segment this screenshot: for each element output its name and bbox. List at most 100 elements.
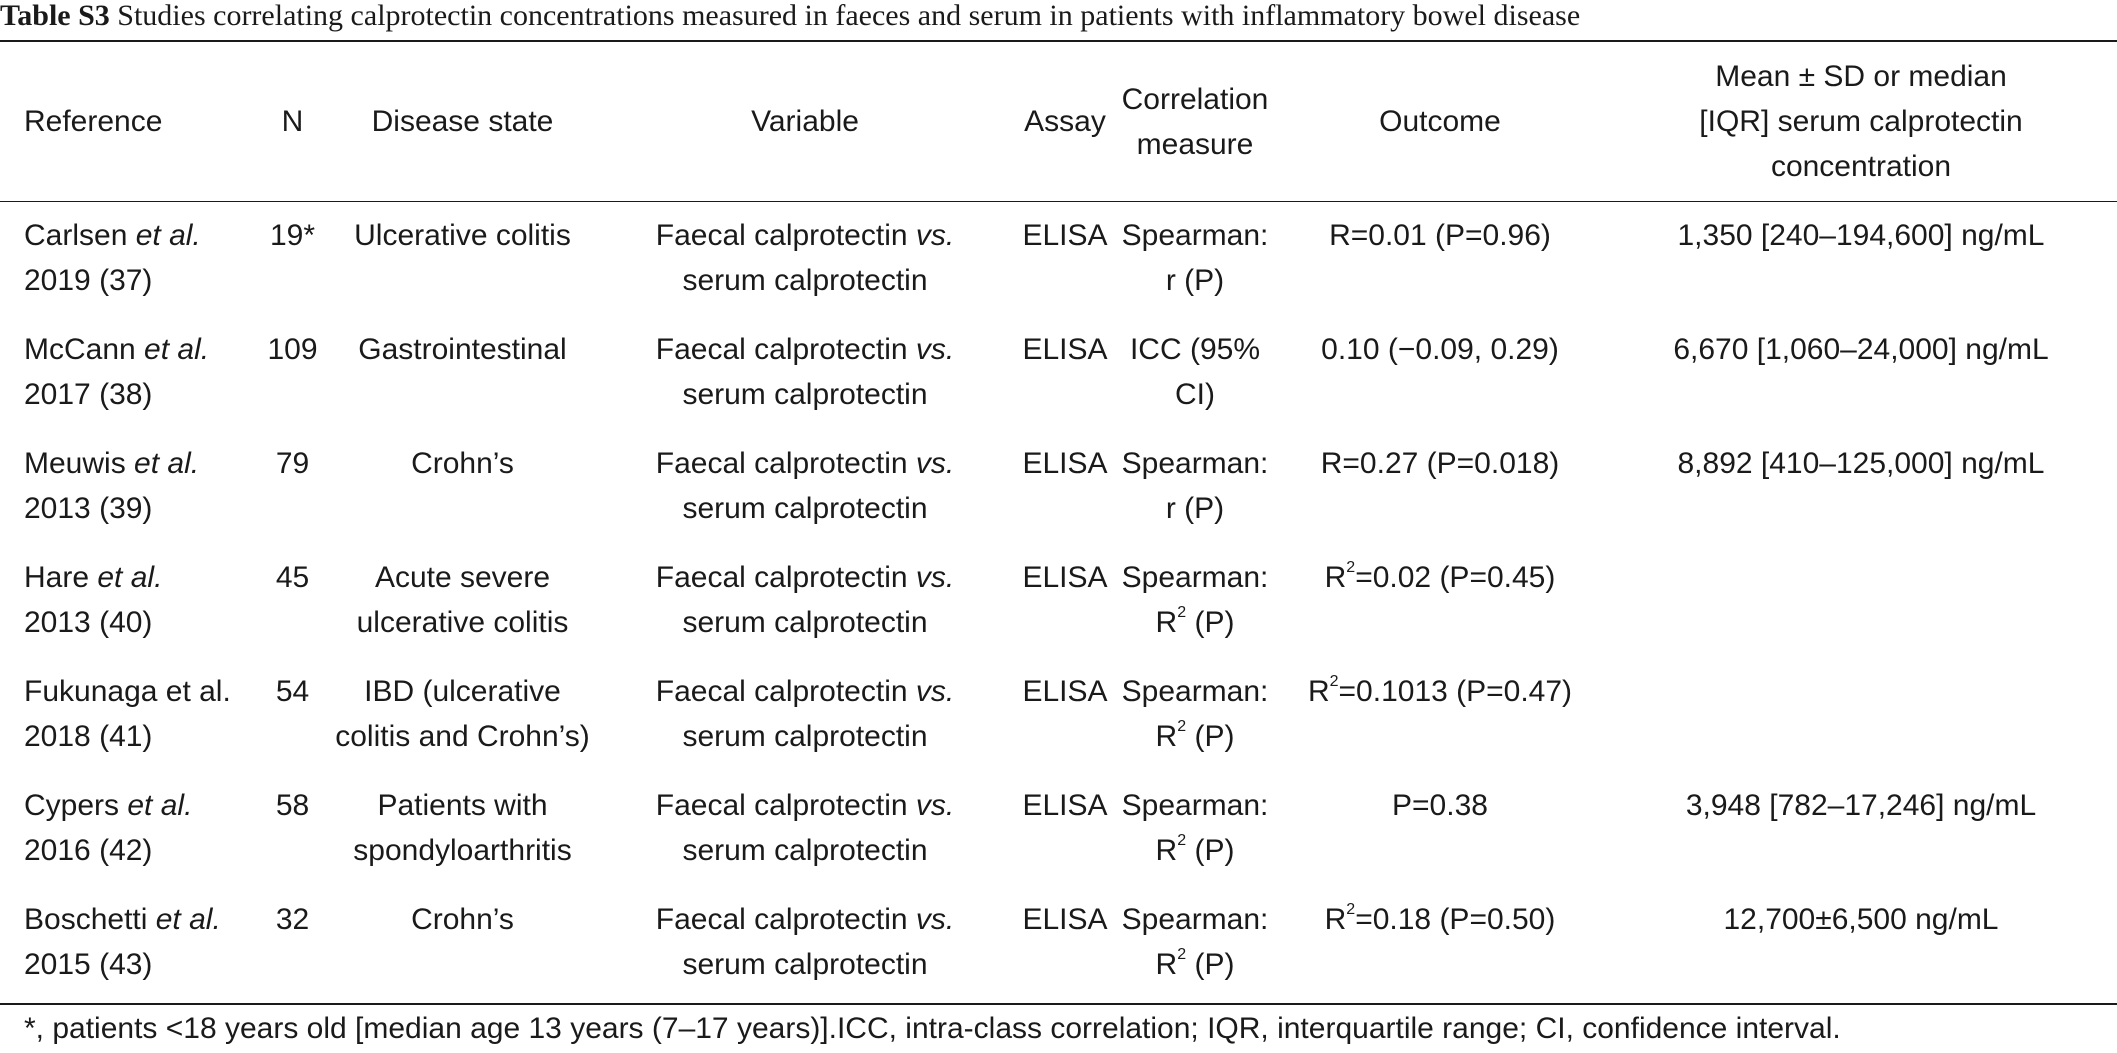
cell-n: 109 (267, 333, 318, 366)
cell-serum-concentration (1605, 657, 2117, 771)
cell-variable: Faecal calprotectin vs. serum calprotect… (595, 429, 1015, 543)
header-reference: Reference (24, 105, 163, 138)
cell-disease-state: Crohn’s (330, 429, 595, 543)
header-serum-line2: [IQR] serum calprotectin (1699, 105, 2023, 138)
header-n: N (281, 105, 304, 138)
cell-reference: Hare et al. 2013 (40) (0, 543, 255, 657)
outcome-prefix: R (1307, 675, 1330, 708)
reference-year: 2016 (42) (24, 834, 153, 867)
reference-year: 2017 (38) (24, 378, 153, 411)
outcome-suffix: =0.02 (P=0.45) (1355, 561, 1556, 594)
reference-author: Boschetti (24, 903, 156, 936)
variable-part-a: Faecal calprotectin (655, 561, 916, 594)
reference-author: McCann (24, 333, 145, 366)
variable-part-b: serum calprotectin (682, 492, 928, 525)
disease-line1: Gastrointestinal (358, 333, 567, 366)
variable-vs: vs. (915, 789, 955, 822)
correlation-line2: R (1155, 948, 1178, 981)
bottom-rule (0, 1003, 2117, 1005)
cell-serum-concentration: 12,700±6,500 ng/mL (1723, 903, 1999, 936)
correlation-superscript: 2 (1177, 718, 1187, 735)
table-title: Studies correlating calprotectin concent… (109, 0, 1581, 32)
cell-assay: ELISA (1022, 561, 1108, 594)
variable-vs: vs. (915, 903, 955, 936)
reference-author: Carlsen (24, 219, 136, 252)
header-outcome: Outcome (1379, 105, 1501, 138)
cell-assay: ELISA (1022, 675, 1108, 708)
cell-outcome: R=0.01 (P=0.96) (1275, 201, 1605, 315)
variable-part-a: Faecal calprotectin (655, 675, 916, 708)
cell-correlation-measure: Spearman: r (P) (1115, 429, 1275, 543)
cell-variable: Faecal calprotectin vs. serum calprotect… (595, 315, 1015, 429)
variable-part-a: Faecal calprotectin (655, 333, 916, 366)
cell-outcome: 0.10 (−0.09, 0.29) (1275, 315, 1605, 429)
cell-variable: Faecal calprotectin vs. serum calprotect… (595, 885, 1015, 999)
variable-vs: vs. (915, 219, 955, 252)
cell-correlation-measure: ICC (95% CI) (1115, 315, 1275, 429)
correlation-line2-tail: (P) (1186, 948, 1235, 981)
header-row: Reference N Disease state Variable Assay… (0, 42, 2117, 201)
cell-n: 19* (269, 219, 316, 252)
cell-outcome: P=0.38 (1275, 771, 1605, 885)
cell-correlation-measure: Spearman: R2 (P) (1115, 543, 1275, 657)
cell-serum-concentration: 8,892 [410–125,000] ng/mL (1677, 447, 2045, 480)
variable-vs: vs. (915, 447, 955, 480)
outcome-prefix: P=0.38 (1392, 789, 1488, 822)
outcome-prefix: R (1324, 561, 1347, 594)
correlation-superscript: 2 (1177, 946, 1187, 963)
cell-variable: Faecal calprotectin vs. serum calprotect… (595, 657, 1015, 771)
correlation-line1: Spearman: (1121, 219, 1269, 252)
table-footnote: *, patients <18 years old [median age 13… (24, 1012, 1841, 1045)
cell-n: 58 (275, 789, 310, 822)
cell-assay: ELISA (1022, 789, 1108, 822)
table-label: Table S3 (0, 0, 110, 32)
correlation-line2-tail: (P) (1186, 720, 1235, 753)
header-assay: Assay (1024, 105, 1106, 138)
correlation-line2: r (P) (1165, 264, 1225, 297)
cell-serum-concentration: 3,948 [782–17,246] ng/mL (1685, 789, 2037, 822)
cell-reference: Carlsen et al. 2019 (37) (0, 201, 255, 315)
correlation-line2: R (1155, 720, 1178, 753)
correlation-superscript: 2 (1177, 832, 1187, 849)
correlation-line2: R (1155, 834, 1178, 867)
correlation-line2: r (P) (1165, 492, 1225, 525)
table-row: McCann et al. 2017 (38) 109 Gastrointest… (0, 315, 2117, 429)
reference-author: Hare (24, 561, 98, 594)
variable-part-b: serum calprotectin (682, 264, 928, 297)
outcome-prefix: R=0.27 (P=0.018) (1320, 447, 1560, 480)
table-row: Carlsen et al. 2019 (37) 19* Ulcerative … (0, 201, 2117, 315)
variable-part-b: serum calprotectin (682, 834, 928, 867)
reference-year: 2013 (40) (24, 606, 153, 639)
header-serum-concentration: Mean ± SD or median [IQR] serum calprote… (1605, 42, 2117, 201)
cell-variable: Faecal calprotectin vs. serum calprotect… (595, 771, 1015, 885)
calprotectin-studies-table: Reference N Disease state Variable Assay… (0, 42, 2117, 999)
outcome-superscript: 2 (1346, 559, 1356, 576)
table-row: Fukunaga et al. 2018 (41) 54 IBD (ulcera… (0, 657, 2117, 771)
cell-correlation-measure: Spearman: R2 (P) (1115, 657, 1275, 771)
reference-et-al: et al. (135, 219, 201, 252)
header-correlation-line2: measure (1136, 127, 1254, 161)
cell-outcome: R2=0.1013 (P=0.47) (1275, 657, 1605, 771)
outcome-prefix: R (1324, 903, 1347, 936)
cell-assay: ELISA (1022, 903, 1108, 936)
cell-disease-state: Patients with spondyloarthritis (330, 771, 595, 885)
header-correlation-measure: Correlation measure (1115, 42, 1275, 201)
reference-year: 2019 (37) (24, 264, 153, 297)
header-serum-line3: concentration (1770, 150, 1952, 183)
reference-et-al: et al. (127, 789, 193, 822)
variable-part-b: serum calprotectin (682, 948, 928, 981)
cell-correlation-measure: Spearman: R2 (P) (1115, 771, 1275, 885)
outcome-suffix: =0.18 (P=0.50) (1355, 903, 1556, 936)
cell-serum-concentration: 1,350 [240–194,600] ng/mL (1677, 219, 2045, 252)
correlation-line2: CI) (1175, 378, 1215, 411)
reference-year: 2013 (39) (24, 492, 153, 525)
cell-variable: Faecal calprotectin vs. serum calprotect… (595, 543, 1015, 657)
disease-line1: IBD (ulcerative (364, 675, 561, 708)
variable-vs: vs. (915, 333, 955, 366)
correlation-superscript: 2 (1177, 604, 1187, 621)
cell-n: 79 (275, 447, 310, 480)
outcome-superscript: 2 (1329, 673, 1339, 690)
reference-et-al: et al. (155, 903, 221, 936)
cell-disease-state: Acute severe ulcerative colitis (330, 543, 595, 657)
disease-line1: Patients with (377, 789, 548, 822)
